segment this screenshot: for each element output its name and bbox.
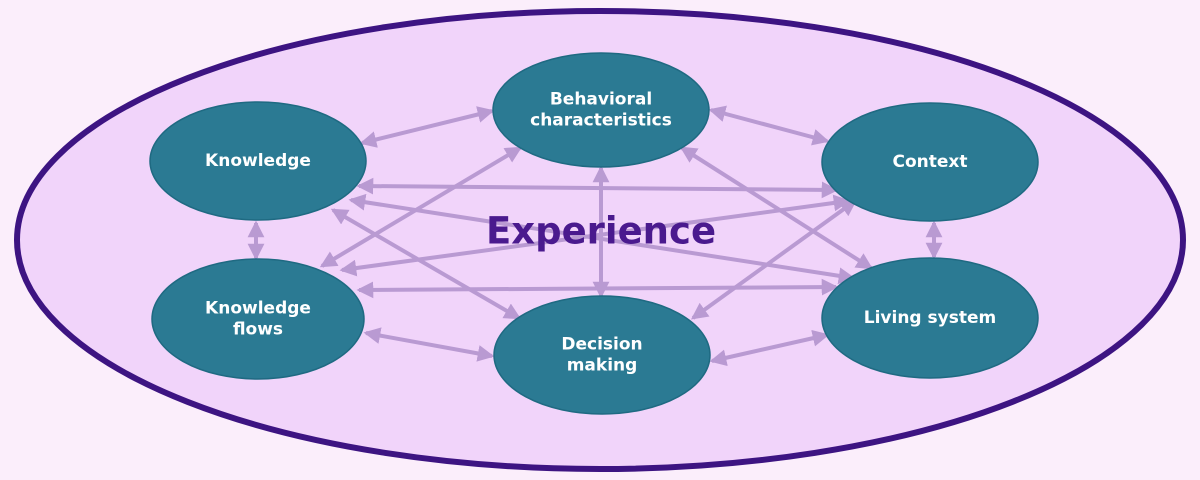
- node-living: Living system: [821, 257, 1039, 379]
- node-knowledge-flows-label-line-2: flows: [233, 320, 283, 340]
- node-decision-ellipse: [493, 295, 711, 415]
- node-living-ellipse: [821, 257, 1039, 379]
- node-knowledge: Knowledge: [149, 101, 367, 221]
- arrow-behavioral-to-context: [708, 105, 830, 146]
- arrow-knowledge-flows-to-context: [339, 194, 851, 277]
- node-knowledge-ellipse: [149, 101, 367, 221]
- node-decision-label-line-1: Decision: [561, 335, 642, 355]
- node-behavioral-label-line-2: characteristics: [530, 111, 672, 131]
- node-behavioral-ellipse: [492, 52, 710, 168]
- node-context: Context: [821, 102, 1039, 222]
- node-context-ellipse: [821, 102, 1039, 222]
- node-behavioral-label-line-1: Behavioral: [550, 90, 652, 110]
- arrow-knowledge-flows-to-decision: [363, 327, 495, 362]
- node-knowledge-flows-ellipse: [151, 258, 365, 380]
- center-label: Experience: [486, 210, 716, 253]
- connections-group: [247, 105, 943, 367]
- arrow-knowledge-to-behavioral: [359, 106, 495, 148]
- arrow-decision-to-living: [709, 329, 830, 367]
- node-context-label-line-1: Context: [892, 152, 967, 172]
- node-decision-label-line-2: making: [567, 356, 638, 376]
- node-knowledge-label-line-1: Knowledge: [205, 151, 311, 171]
- node-living-label-line-1: Living system: [864, 308, 996, 328]
- node-knowledge-flows-label-line-1: Knowledge: [205, 299, 311, 319]
